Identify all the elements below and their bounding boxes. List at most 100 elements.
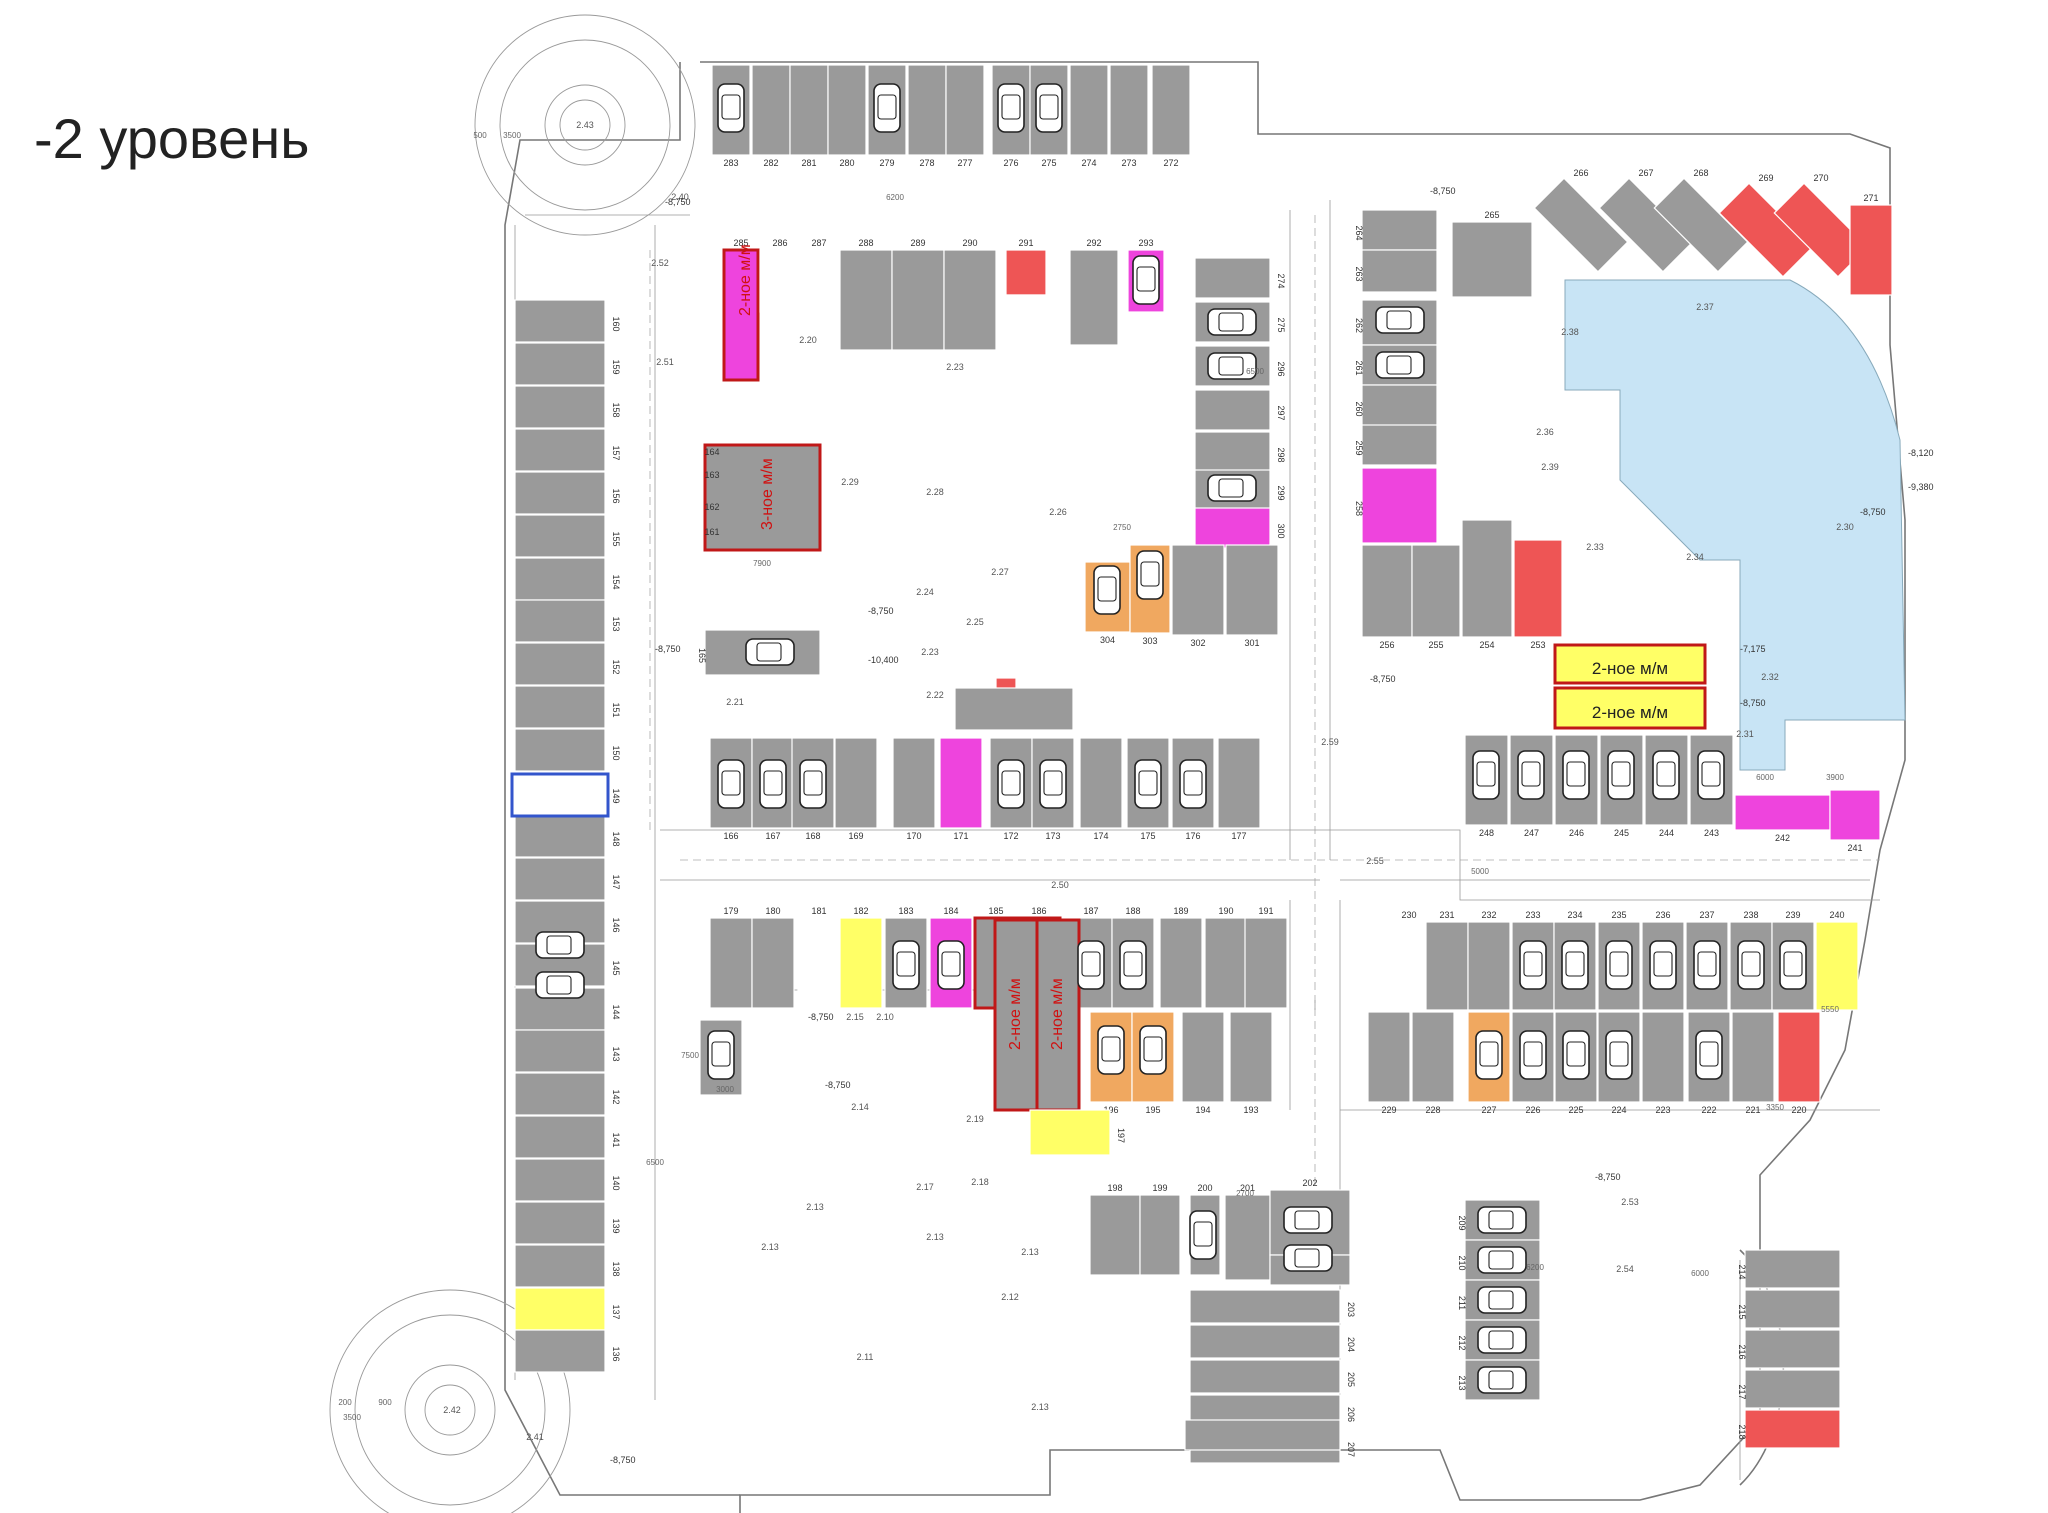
parking-slot: [1641, 1011, 1685, 1103]
parking-slot: [1229, 1011, 1273, 1103]
parking-slot: [514, 814, 606, 858]
slot-number: 278: [919, 158, 934, 168]
parking-slot: [514, 1115, 606, 1159]
car-roof: [1783, 951, 1803, 977]
parking-slot: [1159, 917, 1203, 1009]
car-roof: [1479, 1041, 1499, 1067]
parking-slot: [709, 917, 753, 1009]
parking-slot: [1361, 544, 1413, 638]
parking-slot: [1829, 789, 1881, 841]
slot-number: 241: [1847, 843, 1862, 853]
slot-number: 263: [1354, 266, 1364, 281]
car-roof: [1218, 312, 1244, 332]
car-roof: [1193, 1221, 1213, 1247]
parking-slot: [907, 64, 947, 156]
parking-slot: [514, 557, 606, 601]
room-label: 2.37: [1696, 302, 1714, 312]
slot-number: 246: [1569, 828, 1584, 838]
car-roof: [877, 94, 897, 120]
slot-number: 159: [611, 359, 621, 374]
car-icon: [1139, 1025, 1167, 1075]
room-label: 2.51: [656, 357, 674, 367]
parking-slot: [827, 64, 867, 156]
slot-number: 148: [611, 831, 621, 846]
slot-number: 193: [1243, 1105, 1258, 1115]
car-icon: [1649, 940, 1677, 990]
room-label: 2.42: [443, 1405, 461, 1415]
room-label: 2.12: [1001, 1292, 1019, 1302]
parking-slot: [839, 917, 883, 1009]
parking-slot: [1079, 737, 1123, 829]
slot-number: 229: [1381, 1105, 1396, 1115]
parking-slot: [514, 728, 606, 772]
car-roof: [1001, 770, 1021, 796]
car-icon: [1077, 940, 1105, 990]
slot-number: 267: [1638, 168, 1653, 178]
dimensions: 7900 6500 6500 6200 6200 7500 6000 3900 …: [646, 193, 1844, 1278]
car-roof: [1488, 1210, 1514, 1230]
slot-number: 275: [1276, 317, 1286, 332]
slot-number: 299: [1276, 485, 1286, 500]
slot-number: 276: [1003, 158, 1018, 168]
slot-number: 262: [1354, 318, 1364, 333]
slot-number: 303: [1142, 636, 1157, 646]
slot-number: 187: [1083, 906, 1098, 916]
dimension: 6500: [1246, 367, 1264, 376]
room-label: 2.21: [726, 697, 744, 707]
car-icon: [937, 940, 965, 990]
slot-number: 136: [611, 1346, 621, 1361]
level-mark: -8,750: [1860, 507, 1886, 517]
room-label: 2.22: [926, 690, 944, 700]
car-icon: [1477, 1326, 1527, 1354]
parking-slot: [1744, 1249, 1841, 1289]
room-label: 2.39: [1541, 462, 1559, 472]
slot-number: 181: [811, 906, 826, 916]
parking-slot: [1461, 519, 1513, 638]
slot-number: 160: [611, 316, 621, 331]
slot-number: 286: [772, 238, 787, 248]
slot-number: 282: [763, 158, 778, 168]
slot-number: 277: [957, 158, 972, 168]
room-label: 2.38: [1561, 327, 1579, 337]
level-mark: -8,750: [665, 197, 691, 207]
dimension: 6200: [886, 193, 904, 202]
slot-number: 280: [839, 158, 854, 168]
slot-number: 164: [704, 447, 719, 457]
parking-slot: [514, 385, 606, 429]
parking-slot: [1011, 647, 1083, 687]
parking-slot: [1387, 921, 1431, 1011]
room-label: 2.59: [1321, 737, 1339, 747]
special-label-253: 2-ное м/м: [1592, 659, 1668, 678]
parking-slot: [839, 249, 893, 351]
slot-number: 297: [1276, 405, 1286, 420]
room-label: 2.13: [1031, 1402, 1049, 1412]
car-roof: [1138, 770, 1158, 796]
slot-number: 190: [1218, 906, 1233, 916]
slot-number: 289: [910, 238, 925, 248]
car-icon: [1207, 308, 1257, 336]
slot-number: 145: [611, 960, 621, 975]
slot-number: 195: [1145, 1105, 1160, 1115]
slot-number: 157: [611, 445, 621, 460]
parking-slot: [514, 857, 606, 901]
slot-number: 248: [1479, 828, 1494, 838]
slot-number: 291: [1018, 238, 1033, 248]
parking-slot: [1467, 1011, 1511, 1103]
slot-number: 150: [611, 745, 621, 760]
slot-number: 274: [1081, 158, 1096, 168]
parking-slot: [1411, 1011, 1455, 1103]
parking-slot: [943, 249, 997, 351]
parking-slot: [1005, 249, 1047, 296]
room-label: 2.29: [841, 477, 859, 487]
slot-number: 244: [1659, 828, 1674, 838]
dimension: 2700: [1236, 1189, 1254, 1198]
parking-slot: [514, 1287, 606, 1331]
dimension: 2750: [1113, 523, 1131, 532]
car-icon: [1283, 1206, 1333, 1234]
slot-number: 292: [1086, 238, 1101, 248]
slot-number: 168: [805, 831, 820, 841]
slot-number: 270: [1813, 173, 1828, 183]
slot-number: 203: [1346, 1302, 1356, 1317]
car-icon: [1562, 1030, 1590, 1080]
level-mark: -8,750: [1740, 698, 1766, 708]
